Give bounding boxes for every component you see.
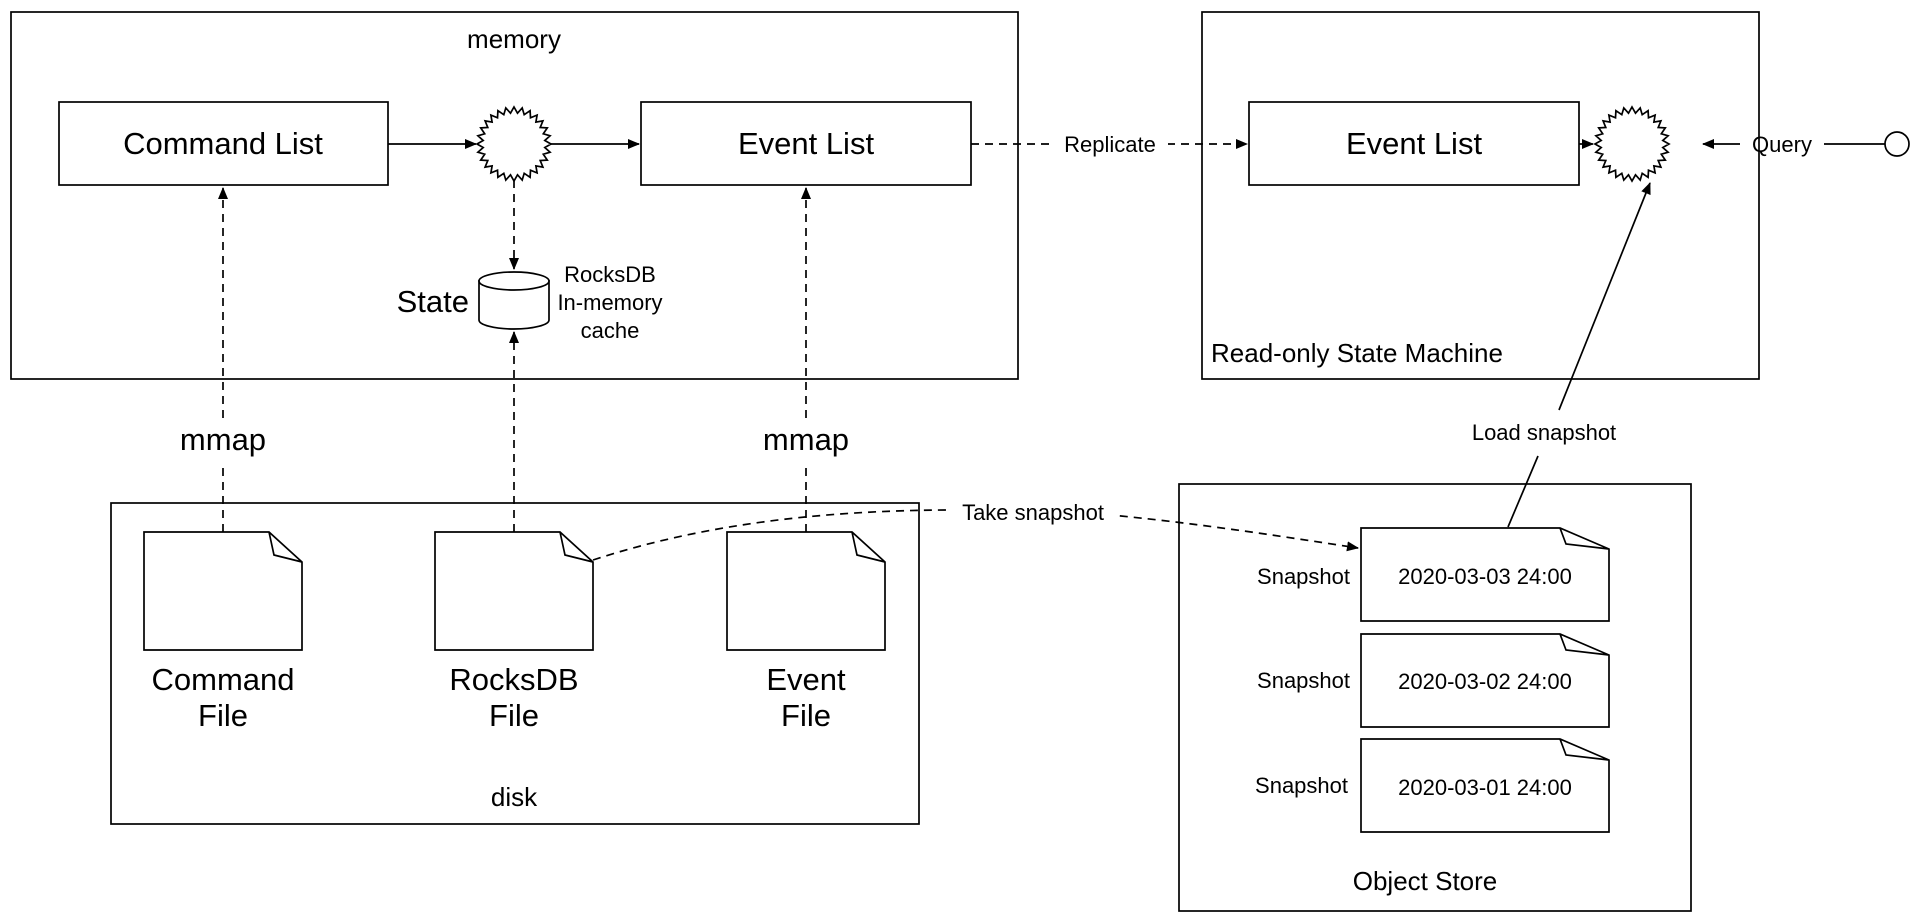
snapshot-document-icon xyxy=(1360,633,1610,728)
mmap-event-label: mmap xyxy=(763,422,849,457)
command-list-box: Command List xyxy=(58,101,389,186)
memory-label: memory xyxy=(467,24,561,54)
event-list-box: Event List xyxy=(640,101,972,186)
snapshot-item: 2020-03-03 24:00 Snapshot xyxy=(1257,527,1610,622)
event-list-label: Event List xyxy=(738,126,875,161)
replica-event-list-box: Event List xyxy=(1248,101,1580,186)
event-file-label-line1: Event xyxy=(766,662,846,697)
replicate-label: Replicate xyxy=(1064,132,1156,157)
state-machine-label: Read-only State Machine xyxy=(1211,338,1503,368)
query-endpoint-icon xyxy=(1884,131,1910,157)
command-list-label: Command List xyxy=(123,126,323,161)
query-processor-starburst-icon xyxy=(1593,105,1671,183)
snapshot-date: 2020-03-03 24:00 xyxy=(1398,564,1572,589)
load-snapshot-arrow-lower xyxy=(1507,455,1539,528)
disk-label: disk xyxy=(491,782,538,812)
load-snapshot-arrow-upper xyxy=(1558,182,1651,411)
snapshot-label: Snapshot xyxy=(1257,668,1350,693)
snapshot-document-icon xyxy=(1360,527,1610,622)
rocksdb-file-label-line2: File xyxy=(489,698,539,733)
command-file-icon xyxy=(143,531,303,651)
snapshot-item: 2020-03-01 24:00 Snapshot xyxy=(1255,738,1610,833)
state-cache-cylinder-icon xyxy=(478,271,550,330)
event-file-icon xyxy=(726,531,886,651)
snapshot-label: Snapshot xyxy=(1257,564,1350,589)
state-machine-container: Read-only State Machine xyxy=(1201,11,1760,380)
snapshot-document-icon xyxy=(1360,738,1610,833)
query-label: Query xyxy=(1752,132,1812,157)
mmap-command-label: mmap xyxy=(180,422,266,457)
event-file-label-line2: File xyxy=(781,698,831,733)
take-snapshot-label: Take snapshot xyxy=(962,500,1104,525)
snapshot-date: 2020-03-01 24:00 xyxy=(1398,775,1572,800)
rocksdb-file-label-line1: RocksDB xyxy=(449,662,578,697)
state-label: State xyxy=(397,284,469,319)
load-snapshot-label: Load snapshot xyxy=(1472,420,1616,445)
snapshot-label: Snapshot xyxy=(1255,773,1348,798)
rocksdb-file-icon xyxy=(434,531,594,651)
snapshot-item: 2020-03-02 24:00 Snapshot xyxy=(1257,633,1610,728)
rocksdb-cache-line1: RocksDB xyxy=(564,262,656,287)
command-file-label-line2: File xyxy=(198,698,248,733)
object-store-label: Object Store xyxy=(1353,866,1498,896)
snapshot-date: 2020-03-02 24:00 xyxy=(1398,669,1572,694)
command-file-label-line1: Command xyxy=(152,662,295,697)
rocksdb-cache-line3: cache xyxy=(581,318,640,343)
replica-event-list-label: Event List xyxy=(1346,126,1483,161)
rocksdb-cache-line2: In-memory xyxy=(557,290,662,315)
